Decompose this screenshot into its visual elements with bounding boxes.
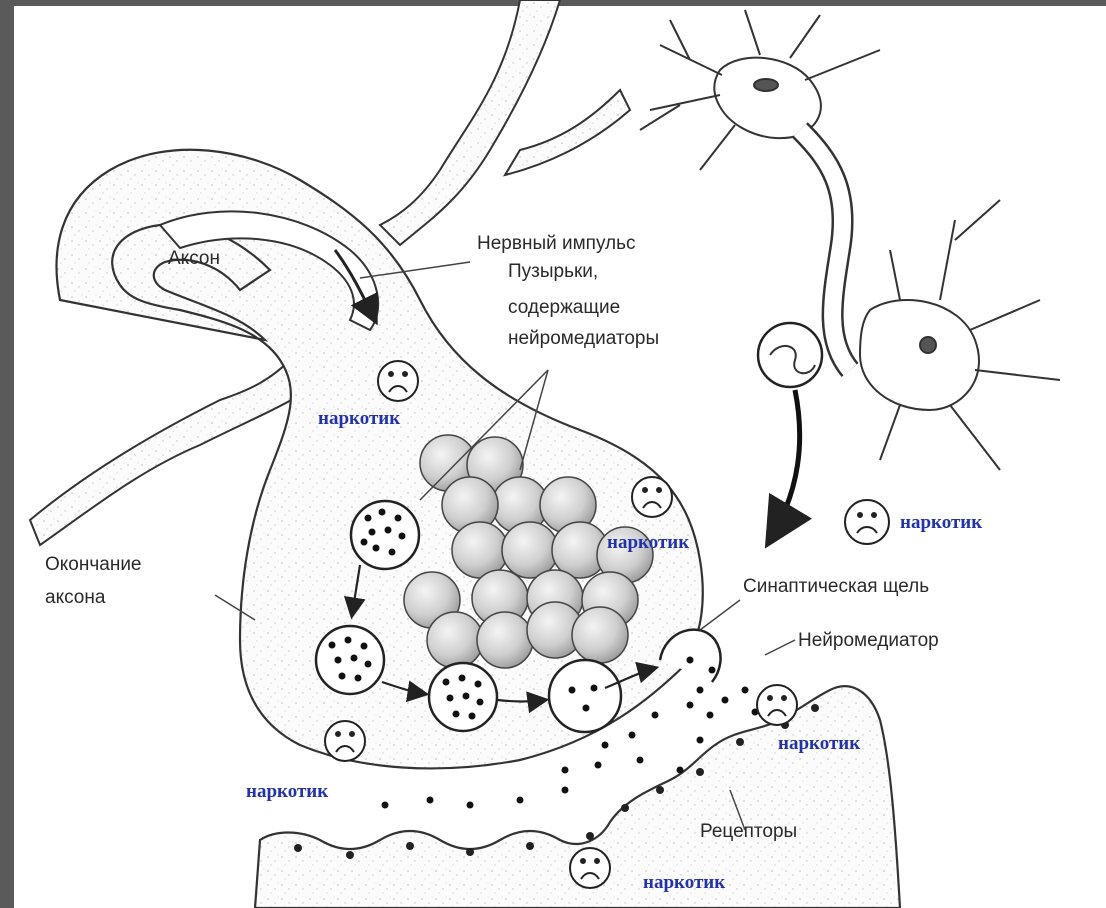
label-axon-ending-1: Окончание (45, 554, 142, 575)
label-neurotransmitter: Нейромедиатор (798, 630, 939, 651)
drug-label: наркотик (643, 872, 725, 893)
drug-label: наркотик (318, 408, 400, 429)
label-receptors: Рецепторы (700, 821, 797, 842)
receptor (621, 804, 629, 812)
vesicle (572, 607, 628, 663)
label-vesicles-2: содержащие (508, 297, 620, 318)
label-synaptic-cleft: Синаптическая щель (743, 576, 929, 597)
label-axon-ending-2: аксона (45, 587, 106, 608)
releasing-vesicle (549, 660, 621, 732)
sad-face-icon (378, 361, 418, 401)
vesicle (502, 522, 558, 578)
label-nerve-impulse: Нервный импульс (477, 233, 636, 254)
receptor (811, 704, 819, 712)
receptor (736, 738, 744, 746)
filled-vesicle-2 (316, 626, 384, 694)
drug-label: наркотик (246, 781, 328, 802)
sad-face-icon (325, 721, 365, 761)
drug-label: наркотик (900, 512, 982, 533)
receptor (466, 848, 474, 856)
vesicle (477, 612, 533, 668)
receptor (586, 832, 594, 840)
receptor (406, 842, 414, 850)
sad-face-icon (845, 500, 889, 544)
receptor (346, 851, 354, 859)
sad-face-icon (570, 848, 610, 888)
receptor (696, 768, 704, 776)
upper-neuron-nucleus (754, 79, 778, 91)
label-vesicles-3: нейромедиаторы (508, 328, 659, 349)
left-frame-edge (0, 0, 14, 908)
vesicle (427, 612, 483, 668)
drug-label: наркотик (607, 532, 689, 553)
receptor (294, 844, 302, 852)
drug-label: наркотик (778, 733, 860, 754)
lower-neuron-nucleus (920, 337, 936, 353)
label-vesicles-1: Пузырьки, (508, 261, 598, 282)
sad-face-icon (757, 685, 797, 725)
label-axon: Аксон (168, 248, 220, 269)
receptor (656, 786, 664, 794)
sad-face-icon (632, 477, 672, 517)
receptor (526, 842, 534, 850)
